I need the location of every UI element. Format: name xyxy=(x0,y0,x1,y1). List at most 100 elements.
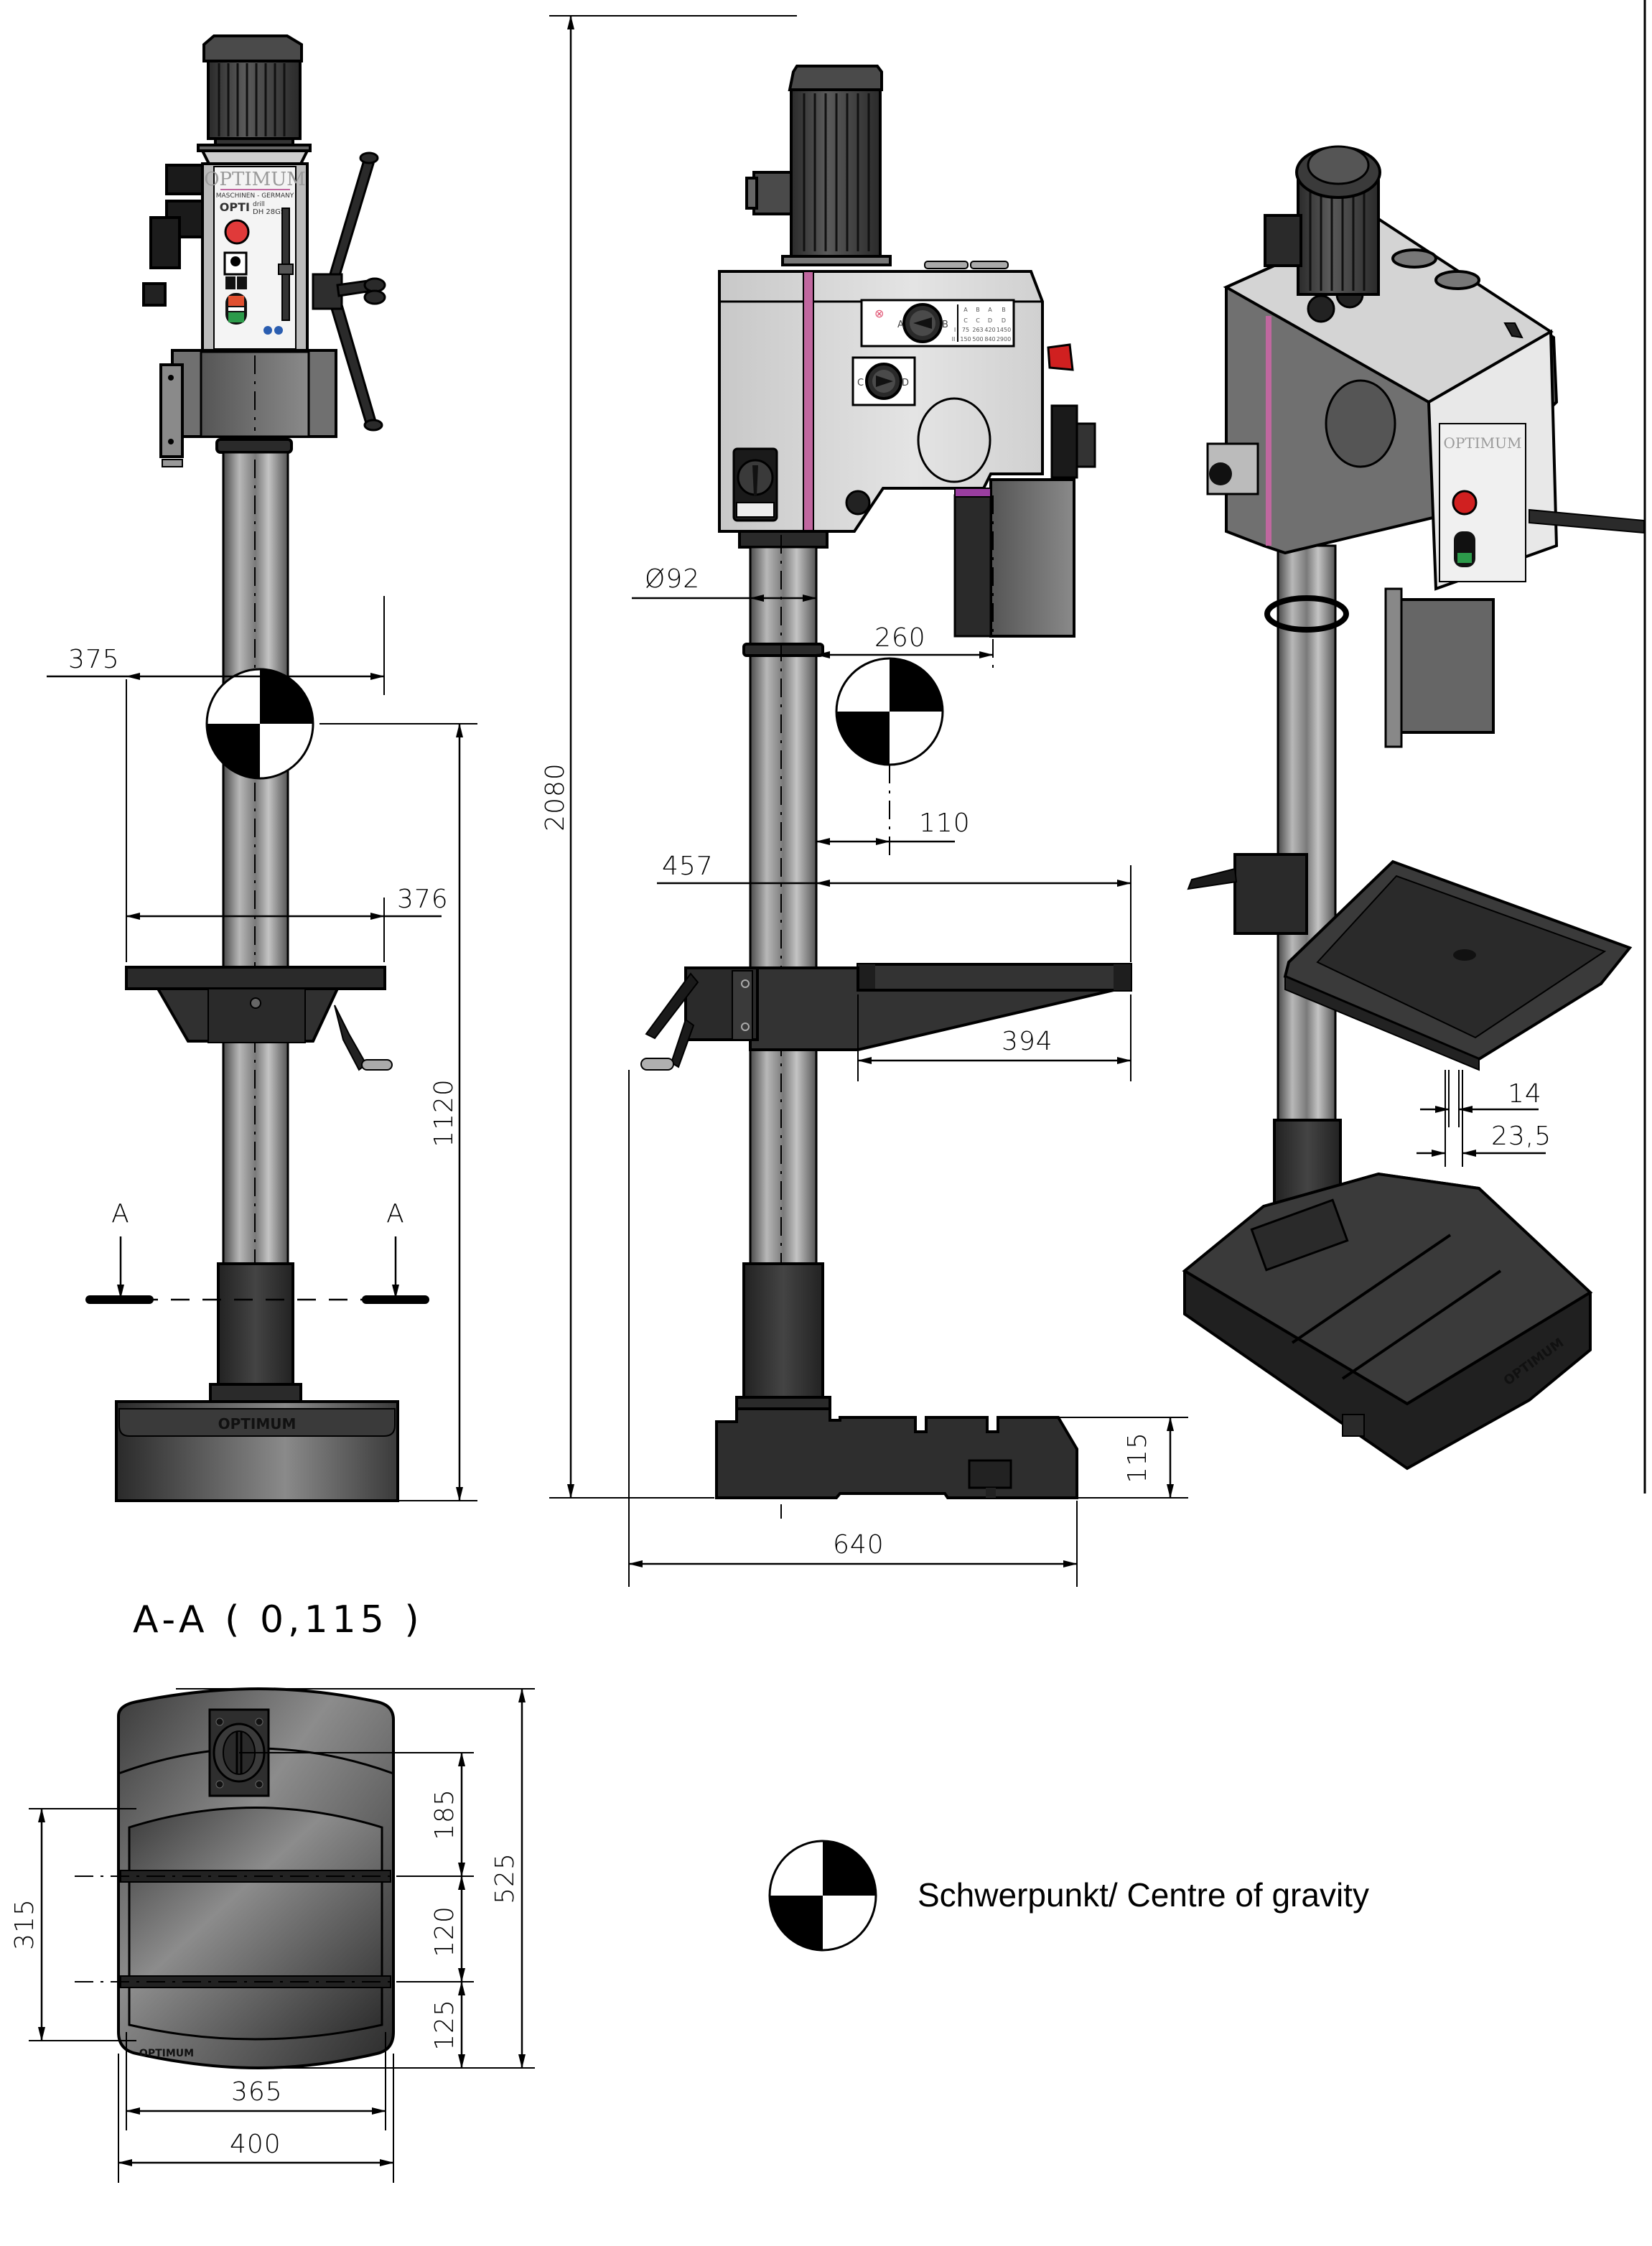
iso-chuck-guard xyxy=(1399,598,1495,734)
section-title: A-A ( 0,115 ) xyxy=(133,1598,424,1641)
speed-selector-panel: ⊗ A B A B A B C C D D I 75 26 xyxy=(860,299,1015,348)
dim-label-376: 376 xyxy=(397,885,449,914)
dim-label-120: 120 xyxy=(430,1906,459,1957)
dim-376: 376 xyxy=(126,885,449,962)
centre-of-gravity-symbol-front xyxy=(205,668,314,780)
side-column-socket xyxy=(742,1262,824,1406)
dim-label-1120: 1120 xyxy=(429,1078,459,1147)
dim-label-14: 14 xyxy=(1508,1079,1542,1109)
dim-label-125: 125 xyxy=(430,1999,459,2051)
control-panel: OPTIMUM MASCHINEN - GERMANY OPTI drill D… xyxy=(204,166,306,350)
speed-hdr1-0: A xyxy=(963,307,968,313)
inspection-cover xyxy=(917,397,991,483)
dim-23-5: 23,5 xyxy=(1417,1122,1551,1157)
speed-row-ii-0: 150 xyxy=(960,336,971,343)
speed-hdr2-1: C xyxy=(976,317,980,324)
motor xyxy=(197,34,312,152)
section-marker-right: A xyxy=(386,1199,405,1229)
speed-selector-cd: C D xyxy=(851,356,916,406)
svg-text:⊗: ⊗ xyxy=(874,307,884,320)
iso-base: OPTIMUM xyxy=(1182,1172,1593,1471)
knob-label-b: B xyxy=(942,320,948,330)
speed-row-i-1: 263 xyxy=(972,327,983,333)
dim-2080: 2080 xyxy=(541,15,797,1499)
knob-label-d: D xyxy=(902,378,909,388)
iso-head: OPTIMUM xyxy=(1206,217,1645,591)
iso-motor xyxy=(1264,145,1381,296)
side-view: 2080 ⊗ xyxy=(541,15,1188,1587)
dim-label-2080: 2080 xyxy=(541,763,570,831)
accent-stripe xyxy=(803,271,814,532)
section-base-plan: OPTIMUM xyxy=(75,1687,396,2070)
dim-label-375: 375 xyxy=(68,645,120,674)
front-base-brand: OPTIMUM xyxy=(218,1415,297,1432)
dim-label-315: 315 xyxy=(10,1898,39,1950)
front-view: OPTIMUM MASCHINEN - GERMANY OPTI drill D… xyxy=(47,34,477,1502)
emergency-stop-button xyxy=(224,219,250,245)
panel-brand: OPTIMUM xyxy=(204,169,306,190)
speed-row-label-i: I xyxy=(954,327,956,333)
dim-394: 394 xyxy=(857,994,1131,1081)
motor-junction-box xyxy=(165,164,204,195)
dim-315: 315 xyxy=(10,1808,136,2041)
speed-hdr2-2: D xyxy=(988,317,992,324)
dim-label-394: 394 xyxy=(1002,1027,1053,1056)
speed-hdr1-1: B xyxy=(976,307,980,313)
legend-label: Schwerpunkt/ Centre of gravity xyxy=(918,1876,1369,1914)
isometric-view: OPTIMUM xyxy=(1182,145,1645,1471)
iso-table xyxy=(1187,853,1633,1071)
dim-label-23-5: 23,5 xyxy=(1491,1122,1551,1151)
dim-label-260: 260 xyxy=(874,623,926,653)
feed-handle xyxy=(312,152,386,432)
dim-110: 110 xyxy=(816,809,971,845)
speed-row-ii-2: 840 xyxy=(984,336,995,343)
speed-row-ii-3: 2900 xyxy=(997,336,1011,343)
dim-diameter-92: Ø92 xyxy=(632,564,817,602)
front-base: OPTIMUM xyxy=(115,1400,399,1502)
side-column-cap xyxy=(738,530,829,549)
dim-label-110: 110 xyxy=(919,809,971,838)
dim-label-365: 365 xyxy=(231,2077,283,2107)
dim-400: 400 xyxy=(118,2054,394,2183)
section-view-a-a: A-A ( 0,115 ) OPTIMUM xyxy=(10,1598,535,2183)
speed-row-ii-1: 500 xyxy=(972,336,983,343)
dim-640: 640 xyxy=(628,1501,1078,1587)
speed-hdr1-3: B xyxy=(1002,307,1006,313)
dim-365: 365 xyxy=(126,2032,386,2130)
dim-label-diameter-92: Ø92 xyxy=(645,564,700,594)
dim-label-457: 457 xyxy=(662,852,714,881)
column-socket xyxy=(217,1262,294,1398)
dim-label-185: 185 xyxy=(430,1789,459,1840)
centre-of-gravity-symbol-side xyxy=(835,657,944,862)
knob-label-c: C xyxy=(857,378,864,388)
panel-brand-sub: MASCHINEN - GERMANY xyxy=(216,192,294,200)
dim-115: 115 xyxy=(1059,1417,1188,1499)
section-marker-left: A xyxy=(111,1199,130,1229)
dim-375: 375 xyxy=(47,596,385,962)
dim-1120: 1120 xyxy=(319,723,477,1501)
dim-label-640: 640 xyxy=(833,1530,885,1560)
legend: Schwerpunkt/ Centre of gravity xyxy=(768,1840,1369,1952)
centre-of-gravity-icon xyxy=(768,1840,877,1952)
knob-label-a: A xyxy=(897,320,904,330)
speed-hdr2-3: D xyxy=(1002,317,1006,324)
dim-525: 525 xyxy=(176,1688,535,2069)
iso-panel-brand: OPTIMUM xyxy=(1444,434,1522,452)
main-switch xyxy=(732,447,778,522)
speed-row-label-ii: II xyxy=(952,336,956,343)
dim-14: 14 xyxy=(1420,1070,1542,1167)
side-base xyxy=(715,1407,1078,1499)
panel-product-prefix: OPTI xyxy=(220,200,250,214)
speed-row-i-2: 420 xyxy=(984,327,995,333)
section-line-a-a: A A xyxy=(85,1199,429,1304)
panel-product-line: drill xyxy=(253,201,265,208)
side-table xyxy=(628,963,1132,1587)
side-chuck-guard xyxy=(989,478,1075,638)
dim-457: 457 xyxy=(657,852,1131,962)
speed-row-i-3: 1450 xyxy=(997,327,1011,333)
speed-hdr2-0: C xyxy=(963,317,968,324)
depth-stop xyxy=(149,216,181,269)
dim-label-400: 400 xyxy=(230,2130,281,2159)
dim-260: 260 xyxy=(816,623,994,658)
